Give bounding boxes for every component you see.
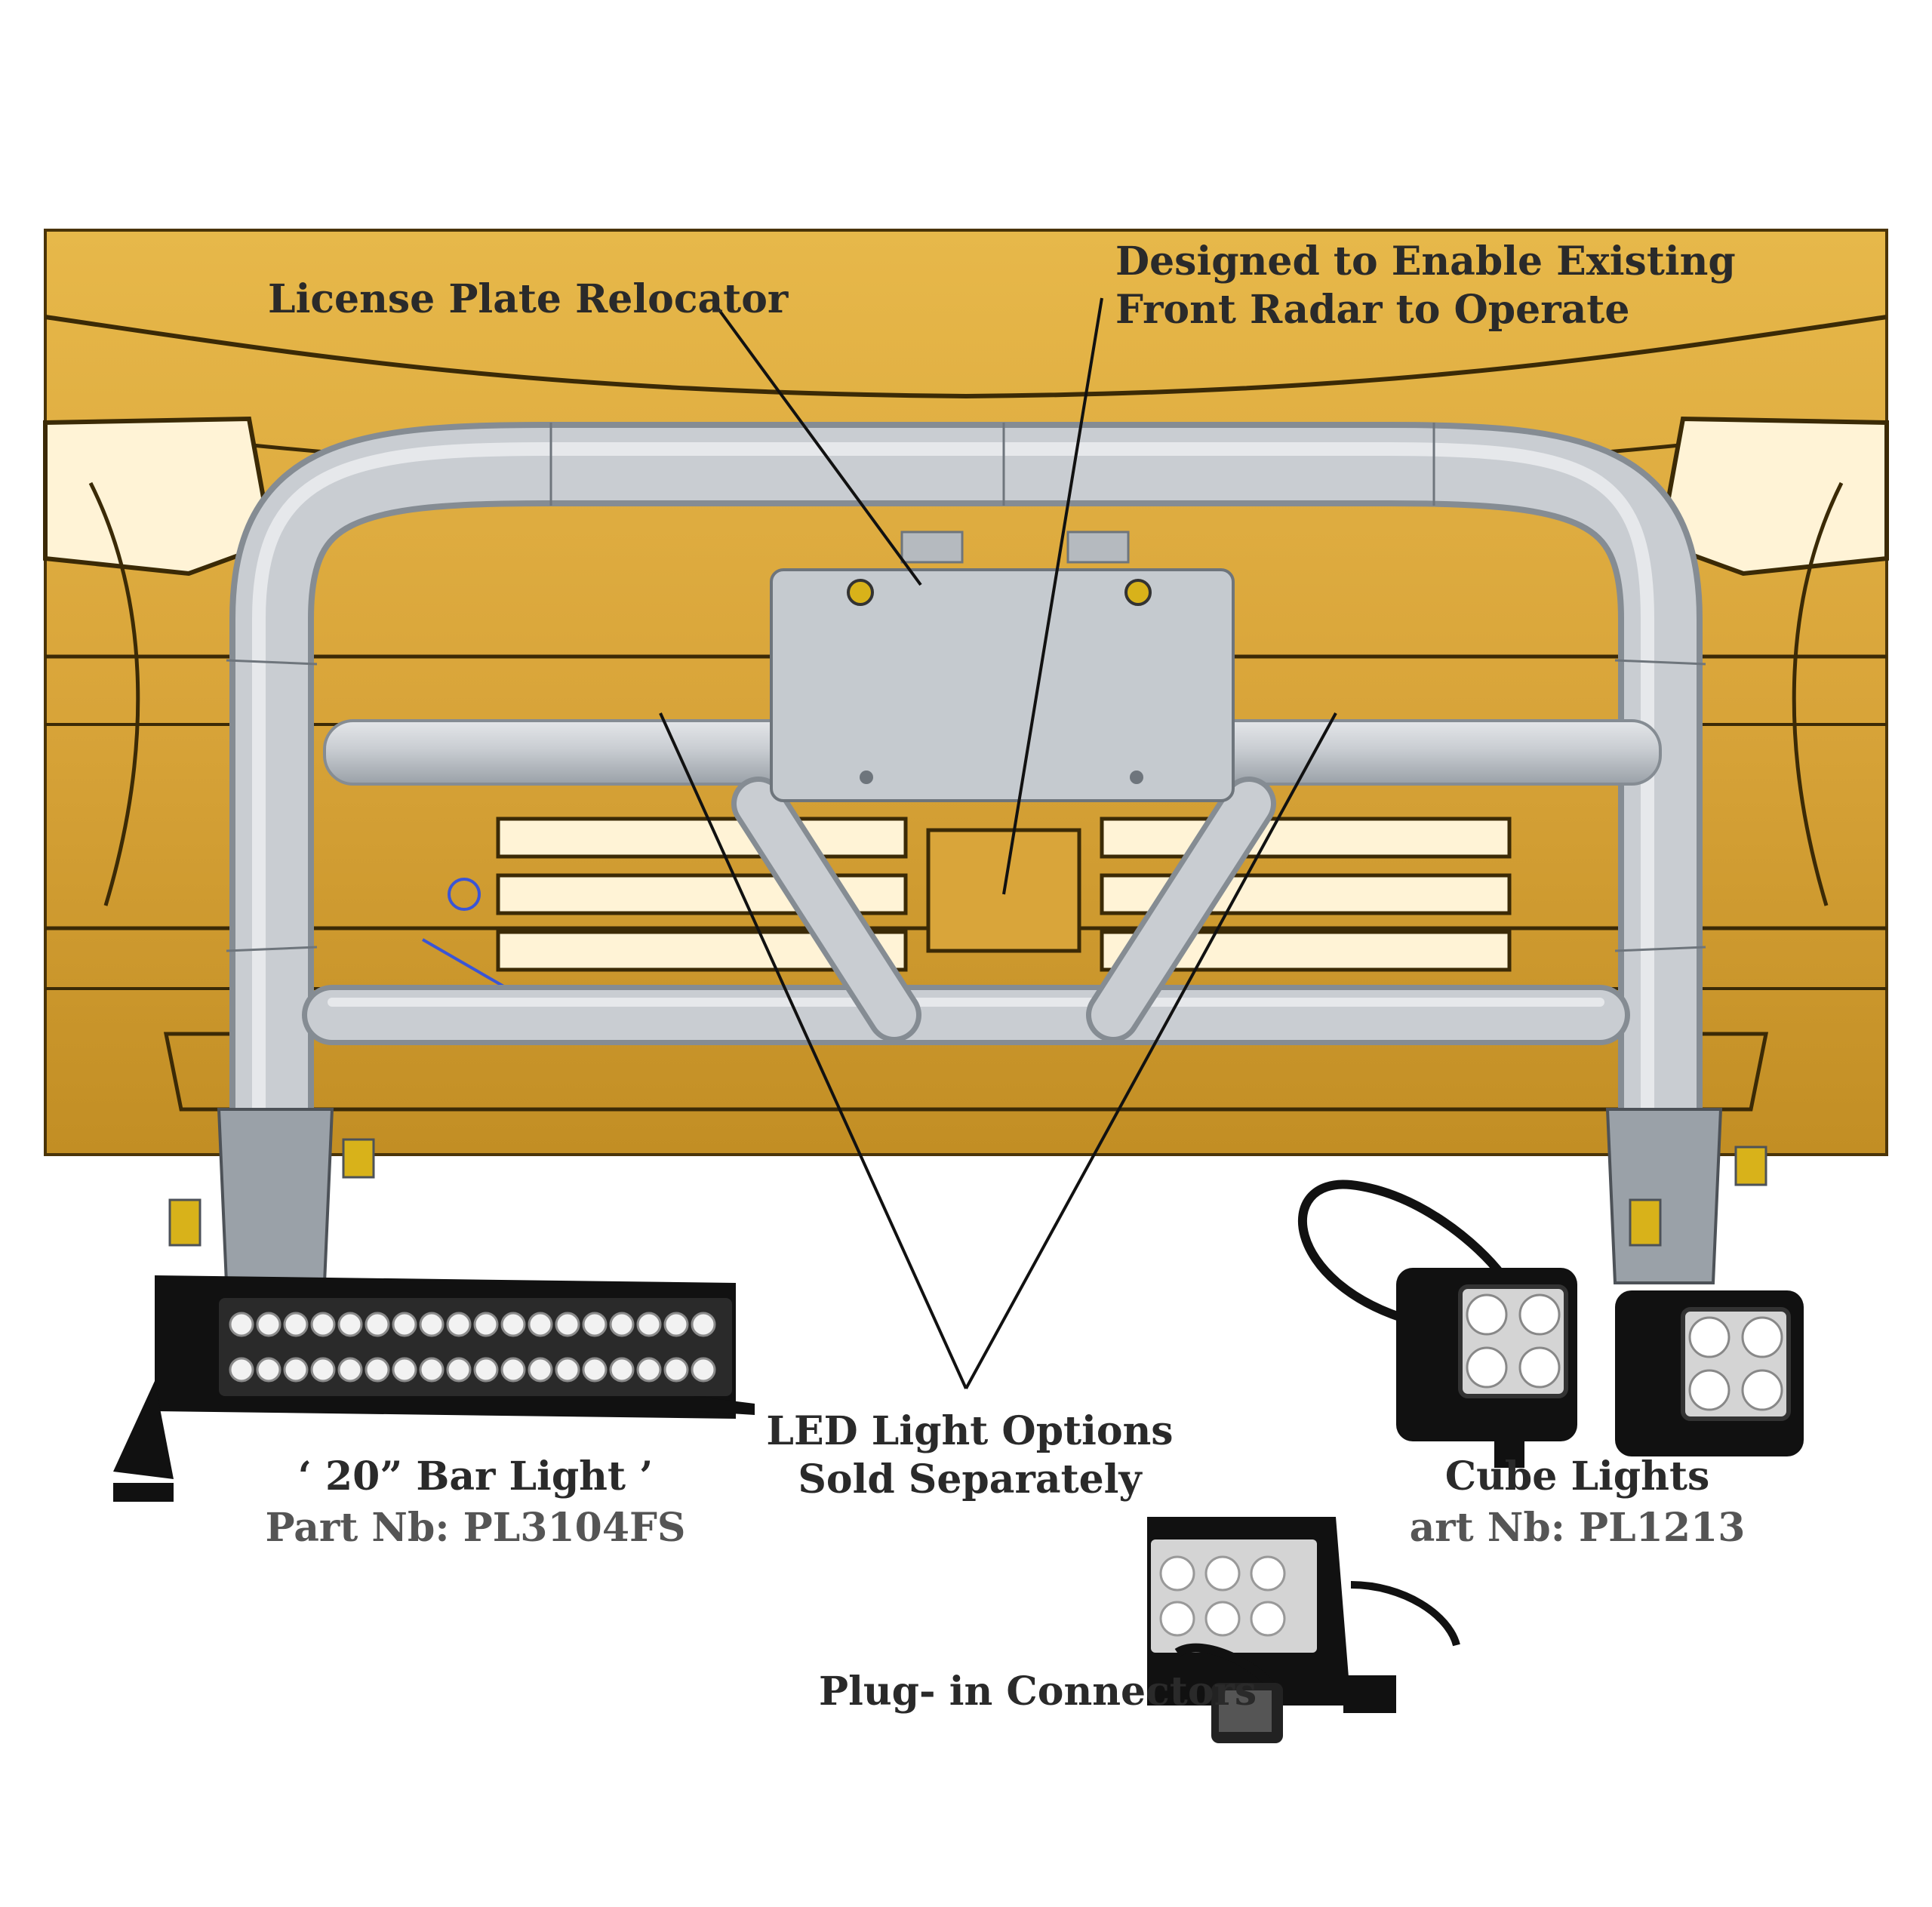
bar-light-led [365,1312,390,1337]
radar-label-line1: Designed to Enable Existing [1115,238,1736,285]
bar-light-led [310,1357,336,1383]
led-options-line2: Sold Separately [798,1456,1142,1503]
bar-light-part-number: Part Nb: PL3104FS [265,1505,686,1551]
bar-light-led [663,1357,689,1383]
bar-light-led [582,1312,608,1337]
bar-light-led [446,1357,472,1383]
bar-light-led [691,1357,716,1383]
led-options-line1: LED Light Options [766,1408,1174,1454]
bar-light-led [256,1312,281,1337]
leader-license-plate [712,300,922,586]
license-plate-label: License Plate Relocator [268,276,789,322]
cube-lights-part-number: art Nb: PL1213 [1409,1505,1746,1551]
bar-light-led [283,1357,309,1383]
bar-light-led [636,1312,662,1337]
bar-light-leds [229,1312,716,1383]
bar-light-led [365,1357,390,1383]
bar-light-led [392,1312,417,1337]
bar-light-led [609,1312,635,1337]
leader-radar [1002,297,1103,895]
radar-label-line2: Front Radar to Operate [1115,287,1630,333]
bar-light-led [473,1357,499,1383]
bar-light-led [691,1312,716,1337]
leader-led-left [659,712,968,1389]
bar-light-led [555,1312,580,1337]
bar-light-led [473,1312,499,1337]
bar-light-led [310,1312,336,1337]
bar-light-led [392,1357,417,1383]
bar-light-led [663,1312,689,1337]
license-plate-relocator [770,531,1235,802]
leader-led-right [964,712,1337,1389]
bar-light-led [283,1312,309,1337]
bar-light-led [582,1357,608,1383]
plug-in-connectors-image [1147,1517,1460,1743]
bar-light-led [500,1312,526,1337]
bar-light-led [256,1357,281,1383]
cube-lights-image [1297,1180,1804,1468]
bar-light-led [419,1357,445,1383]
bar-light-name: ‘ 20” Bar Light ’ [297,1453,654,1499]
plug-in-connectors-label: Plug- in Connectors [819,1669,1257,1715]
bar-light-led [337,1357,363,1383]
bar-light-led [446,1312,472,1337]
bar-light-led [419,1312,445,1337]
bar-light-led [528,1312,553,1337]
cube-lights-name: Cube Lights [1444,1453,1710,1499]
bar-light-led [500,1357,526,1383]
bar-light-led [528,1357,553,1383]
bar-light-image [113,1275,755,1502]
bar-light-led [229,1312,254,1337]
bar-light-led [636,1357,662,1383]
bar-light-led [229,1357,254,1383]
bar-light-led [337,1312,363,1337]
brush-guard [168,422,1767,1284]
bar-light-led [555,1357,580,1383]
leader-lines [659,297,1337,1389]
bar-light-led [609,1357,635,1383]
